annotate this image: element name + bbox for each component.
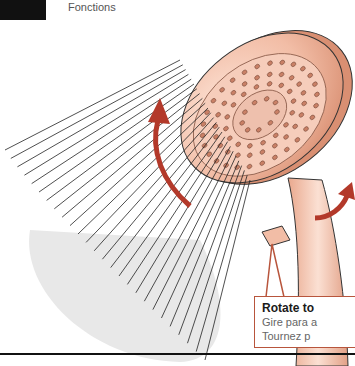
rotate-arrow (315, 196, 347, 218)
selector-lever (262, 226, 290, 246)
callout-heading: Rotate to (262, 301, 355, 315)
rotate-arrow (156, 120, 190, 206)
bottom-rule (0, 353, 355, 355)
callout-text: Tournez p (262, 329, 355, 343)
shower-head (152, 0, 355, 219)
section-title: Fonctions (68, 1, 116, 13)
callout-text: Gire para a (262, 315, 355, 329)
callout-pointer (266, 244, 284, 297)
section-tab (0, 0, 46, 20)
spray-lines (5, 60, 250, 360)
callout-box: Rotate toGire para aTournez p (254, 296, 355, 348)
rotate-arrowhead (338, 182, 355, 200)
rotate-arrowhead (148, 98, 170, 124)
